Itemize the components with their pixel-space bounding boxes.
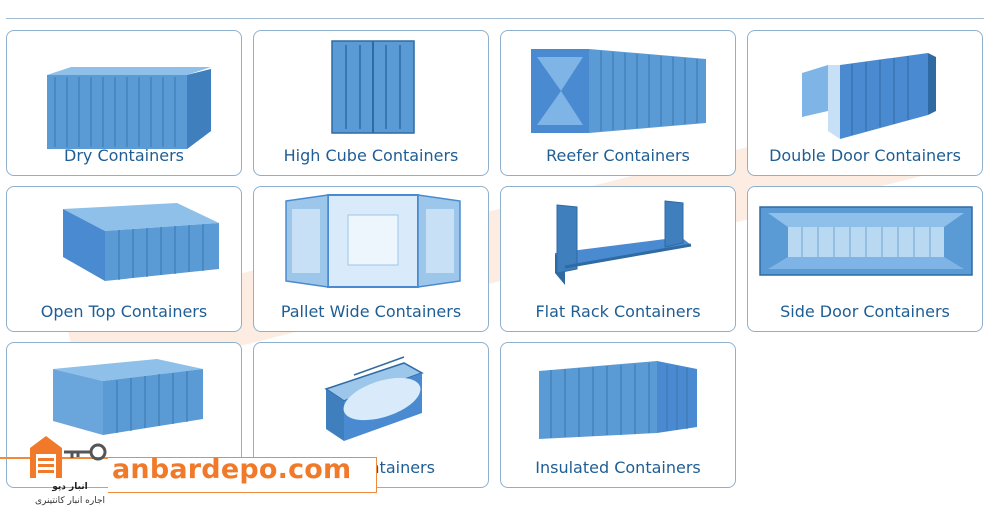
top-divider	[6, 18, 984, 19]
open-top-container-image	[63, 203, 219, 281]
card-side-door-containers[interactable]: Side Door Containers	[747, 186, 983, 332]
dry-container-image	[47, 67, 211, 149]
card-label: Insulated Containers	[535, 458, 701, 477]
high-cube-container-image	[331, 40, 415, 134]
card-label: High Cube Containers	[283, 146, 459, 165]
card-insulated-containers[interactable]: Insulated Containers	[500, 342, 736, 488]
card-open-top-containers[interactable]: Open Top Containers	[6, 186, 242, 332]
card-reefer-containers[interactable]: Reefer Containers	[500, 30, 736, 176]
warehouse-key-logo	[30, 436, 107, 478]
card-label: Dry Containers	[64, 146, 184, 165]
reefer-container-image	[531, 49, 706, 133]
card-label: Open Top Containers	[40, 302, 208, 321]
side-door-container-image	[759, 206, 973, 276]
card-label: Pallet Wide Containers	[280, 302, 462, 321]
card-label: Flat Rack Containers	[535, 302, 701, 321]
card-label: Double Door Containers	[769, 146, 961, 165]
pallet-wide-container-image	[285, 194, 461, 288]
brand-overlay[interactable]: anbardepo.com انبار دپو اجاره انبار کانت…	[0, 430, 380, 526]
card-pallet-wide-containers[interactable]: Pallet Wide Containers	[253, 186, 489, 332]
card-label: Reefer Containers	[546, 146, 690, 165]
container-image	[53, 359, 203, 435]
card-label: Side Door Containers	[780, 302, 950, 321]
brand-name-box	[108, 457, 377, 493]
tank-container-image	[324, 356, 424, 441]
double-door-container-image	[802, 53, 936, 139]
brand-subtitle-fa: اجاره انبار کانتینری	[34, 496, 106, 506]
card-dry-containers[interactable]: Dry Containers	[6, 30, 242, 176]
card-high-cube-containers[interactable]: High Cube Containers	[253, 30, 489, 176]
flat-rack-container-image	[555, 200, 692, 285]
card-double-door-containers[interactable]: Double Door Containers	[747, 30, 983, 176]
card-flat-rack-containers[interactable]: Flat Rack Containers	[500, 186, 736, 332]
brand-name[interactable]: anbardepo.com	[112, 454, 352, 485]
brand-title-fa: انبار دپو	[52, 482, 88, 492]
insulated-container-image	[539, 361, 697, 439]
